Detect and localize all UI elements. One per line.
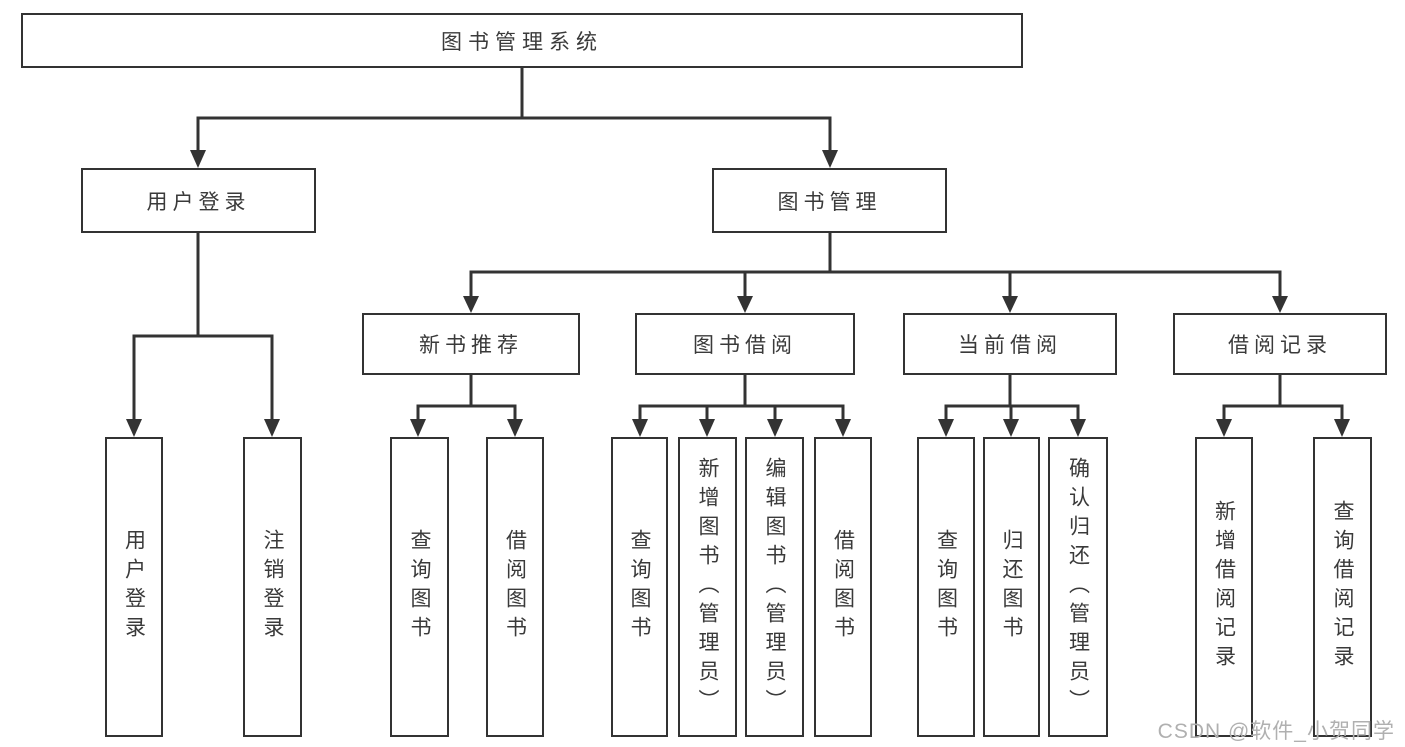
node-bb-add-books: 新增图书（管理员） — [678, 437, 737, 737]
arrowhead-book-borrow — [737, 296, 753, 313]
node-login: 用户登录 — [105, 437, 163, 737]
arrowhead-user-login — [190, 150, 206, 168]
node-nb-query-books: 查询图书 — [390, 437, 449, 737]
node-logout: 注销登录 — [243, 437, 302, 737]
node-cb-return-books: 归还图书 — [983, 437, 1040, 737]
node-br-query-record: 查询借阅记录 — [1313, 437, 1372, 737]
connector-book-borrow-to-children — [638, 375, 845, 421]
node-user-login: 用户登录 — [81, 168, 316, 233]
arrowhead-current-borrow — [1002, 296, 1018, 313]
connector-user-login-to-children — [132, 233, 274, 421]
node-book-mgmt: 图书管理 — [712, 168, 947, 233]
connector-root-to-level2 — [196, 68, 832, 152]
arrowhead-cb-query — [938, 419, 954, 437]
node-root: 图书管理系统 — [21, 13, 1023, 68]
connector-new-books-to-children — [416, 375, 517, 421]
arrowhead-bb-edit — [767, 419, 783, 437]
arrowhead-book-mgmt — [822, 150, 838, 168]
node-bb-borrow-books: 借阅图书 — [814, 437, 872, 737]
arrowhead-nb-query — [410, 419, 426, 437]
node-cb-confirm-return: 确认归还（管理员） — [1048, 437, 1108, 737]
node-nb-borrow-books: 借阅图书 — [486, 437, 544, 737]
node-bb-edit-books: 编辑图书（管理员） — [745, 437, 804, 737]
node-current-borrow: 当前借阅 — [903, 313, 1117, 375]
arrowhead-bb-borrow — [835, 419, 851, 437]
arrowhead-logout — [264, 419, 280, 437]
arrowhead-login — [126, 419, 142, 437]
arrowhead-br-query — [1334, 419, 1350, 437]
arrowhead-cb-return — [1003, 419, 1019, 437]
csdn-watermark: CSDN @软件_小贺同学 — [1157, 720, 1395, 743]
arrowhead-nb-borrow — [507, 419, 523, 437]
node-new-books: 新书推荐 — [362, 313, 580, 375]
arrowhead-cb-confirm — [1070, 419, 1086, 437]
arrowhead-br-add — [1216, 419, 1232, 437]
node-bb-query-books: 查询图书 — [611, 437, 668, 737]
connector-book-mgmt-to-level3 — [469, 233, 1282, 298]
arrowhead-borrow-records — [1272, 296, 1288, 313]
connector-borrow-records-to-children — [1222, 375, 1344, 421]
connector-current-borrow-to-children — [944, 375, 1080, 421]
node-br-add-record: 新增借阅记录 — [1195, 437, 1253, 737]
node-book-borrow: 图书借阅 — [635, 313, 855, 375]
node-borrow-records: 借阅记录 — [1173, 313, 1387, 375]
arrowhead-bb-add — [699, 419, 715, 437]
node-cb-query-books: 查询图书 — [917, 437, 975, 737]
arrowhead-new-books — [463, 296, 479, 313]
arrowhead-bb-query — [632, 419, 648, 437]
